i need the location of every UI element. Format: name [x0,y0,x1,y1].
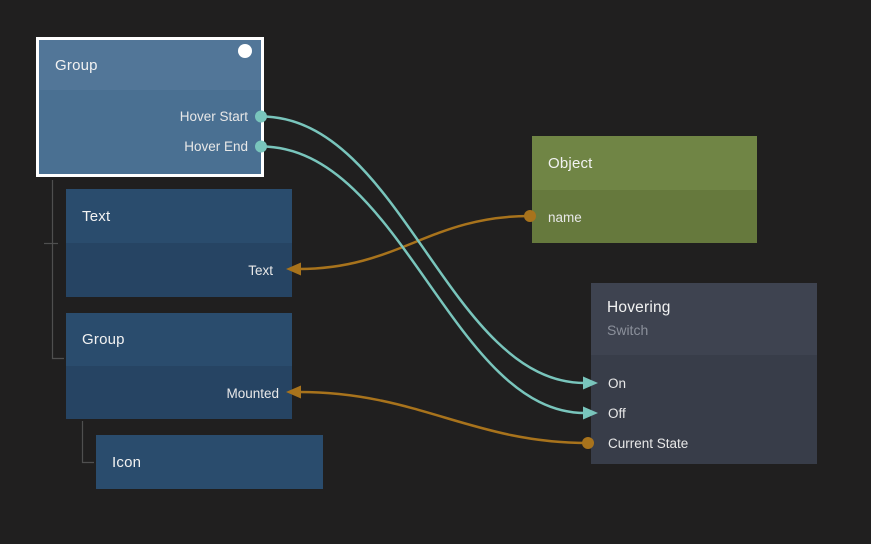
port-row-mounted[interactable]: Mounted [66,378,292,408]
port-label: Hover Start [179,108,248,124]
port-label: On [608,375,627,391]
node-title: Text [82,207,111,225]
wire-current-state-to-mounted[interactable] [297,390,590,445]
wire-name-to-text[interactable] [297,214,532,271]
port-row-text[interactable]: Text [66,255,292,285]
node-title: Icon [112,453,142,471]
tree-branch-icon [81,421,94,464]
node-body: Mounted [66,366,292,419]
node-header[interactable]: Group [39,40,261,90]
node-icon[interactable]: Icon [96,435,323,489]
node-header[interactable]: Group [66,313,292,366]
status-dot-icon [238,44,252,58]
port-label: Current State [608,435,689,451]
port-row-off[interactable]: Off [591,398,817,428]
node-body: name [532,190,757,243]
node-body: Text [66,243,292,297]
node-body: On Off Current State [591,355,817,464]
node-header[interactable]: Hovering Switch [591,283,817,355]
node-body: Hover Start Hover End [39,90,261,174]
port-row-hover-end[interactable]: Hover End [39,131,261,161]
port-row-hover-start[interactable]: Hover Start [39,101,261,131]
node-object[interactable]: Object name [532,136,757,243]
port-label: Mounted [226,385,279,401]
port-row-name[interactable]: name [532,202,757,232]
port-label: name [548,209,582,225]
node-header[interactable]: Icon [96,435,323,489]
tree-line-parent-group [51,180,64,360]
node-title: Group [55,56,98,74]
node-text[interactable]: Text Text [66,189,292,297]
node-group-child[interactable]: Group Mounted [66,313,292,419]
port-row-on[interactable]: On [591,368,817,398]
node-header[interactable]: Object [532,136,757,190]
node-group-parent[interactable]: Group Hover Start Hover End [36,37,264,177]
node-title: Group [82,331,125,348]
node-header[interactable]: Text [66,189,292,243]
node-subtitle: Switch [607,322,649,338]
node-title: Object [548,154,593,172]
port-row-current-state[interactable]: Current State [591,428,817,458]
node-hovering-switch[interactable]: Hovering Switch On Off Current State [591,283,817,464]
port-label: Text [248,262,273,278]
node-title: Hovering [607,299,671,316]
port-label: Off [608,405,626,421]
port-label: Hover End [184,138,248,154]
